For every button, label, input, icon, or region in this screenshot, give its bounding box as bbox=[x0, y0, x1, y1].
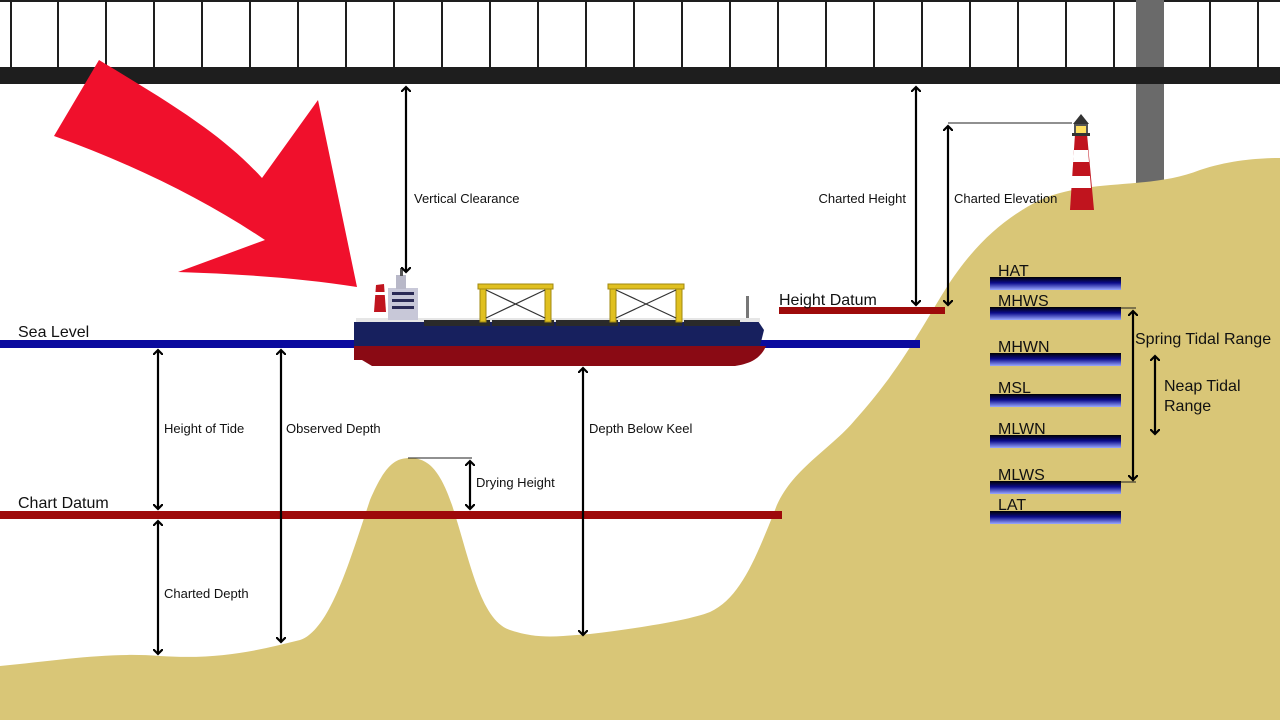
sea-level-label: Sea Level bbox=[18, 324, 89, 341]
charted-height-label: Charted Height bbox=[819, 191, 907, 206]
tide-label-hat: HAT bbox=[998, 263, 1029, 280]
tide-bar-mlwn bbox=[990, 435, 1121, 448]
neap-tidal-range-label-line2: Range bbox=[1164, 398, 1211, 415]
depth-below-keel-label: Depth Below Keel bbox=[589, 421, 692, 436]
tide-bar-lat bbox=[990, 511, 1121, 524]
tide-level-bars bbox=[990, 277, 1121, 524]
tide-label-msl: MSL bbox=[998, 380, 1031, 397]
spring-tidal-range-label: Spring Tidal Range bbox=[1135, 331, 1271, 348]
tide-bar-mlws bbox=[990, 481, 1121, 494]
vertical-clearance-label: Vertical Clearance bbox=[414, 191, 520, 206]
tide-bar-mhwn bbox=[990, 353, 1121, 366]
tide-label-mlwn: MLWN bbox=[998, 421, 1046, 438]
tide-label-mhwn: MHWN bbox=[998, 339, 1050, 356]
bridge bbox=[0, 0, 1280, 200]
height-datum-label: Height Datum bbox=[779, 292, 877, 309]
height-of-tide-label: Height of Tide bbox=[164, 421, 244, 436]
tide-label-mhws: MHWS bbox=[998, 293, 1049, 310]
chart-datum-line bbox=[0, 511, 782, 519]
charted-depth-label: Charted Depth bbox=[164, 586, 249, 601]
chart-datum-label: Chart Datum bbox=[18, 495, 109, 512]
tide-label-lat: LAT bbox=[998, 497, 1026, 514]
ship-hull-lower bbox=[354, 346, 766, 366]
tide-bar-mhws bbox=[990, 307, 1121, 320]
ship-funnel bbox=[374, 284, 386, 312]
tide-bar-hat bbox=[990, 277, 1121, 290]
tide-label-mlws: MLWS bbox=[998, 467, 1045, 484]
bridge-railing bbox=[0, 0, 1280, 68]
charted-elevation-label: Charted Elevation bbox=[954, 191, 1057, 206]
red-arrow-icon bbox=[54, 60, 357, 287]
bridge-deck bbox=[0, 67, 1280, 84]
neap-tidal-range-label-line1: Neap Tidal bbox=[1164, 378, 1241, 395]
lighthouse-icon bbox=[1070, 114, 1094, 210]
drying-height-label: Drying Height bbox=[476, 475, 555, 490]
reference-lines bbox=[408, 122, 1136, 483]
seabed-terrain bbox=[0, 158, 1280, 720]
height-datum-line bbox=[779, 307, 945, 314]
tide-bar-msl bbox=[990, 394, 1121, 407]
observed-depth-label: Observed Depth bbox=[286, 421, 381, 436]
ship-icon bbox=[354, 268, 766, 366]
bridge-pillar bbox=[1136, 0, 1164, 200]
